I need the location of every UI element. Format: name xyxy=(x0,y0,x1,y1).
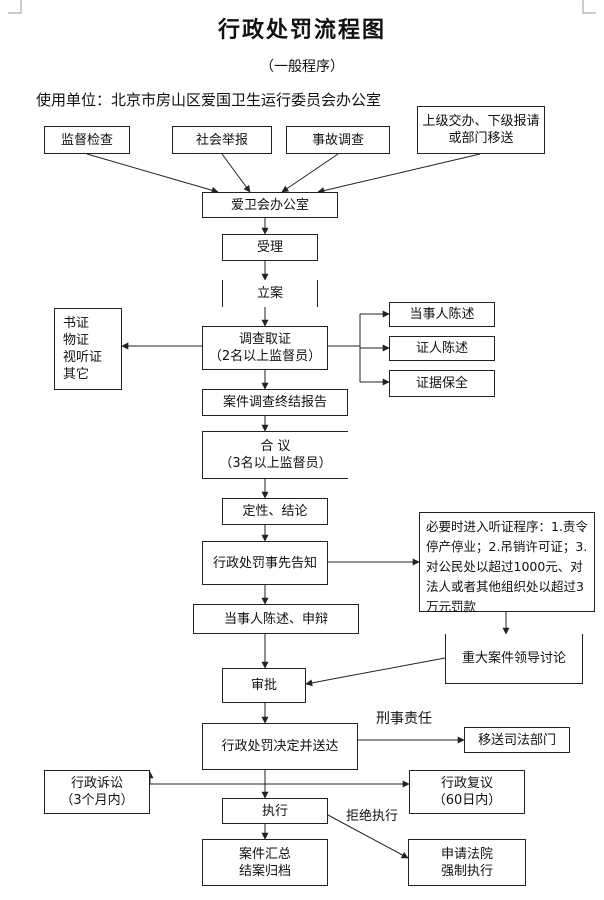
edge-accident-office xyxy=(281,153,339,193)
node-accept: 受理 xyxy=(222,234,318,261)
node-major-case: 重大案件领导讨论 xyxy=(445,634,583,684)
node-admin-lawsuit: 行政诉讼 （3个月内） xyxy=(44,770,150,814)
node-hearing-notes: 必要时进入听证程序：1.责令停产停业；2.吊销许可证；3.对公民处以超过1000… xyxy=(419,512,595,614)
node-court-enforcement: 申请法院 强制执行 xyxy=(408,839,526,886)
edge-major-review xyxy=(305,657,446,687)
edge-label-criminal: 刑事责任 xyxy=(376,711,432,727)
node-review: 审批 xyxy=(222,668,306,703)
crop-mark-top-right xyxy=(582,0,596,14)
node-prior-notice: 行政处罚事先告知 xyxy=(202,541,328,585)
node-party-defense: 当事人陈述、申辩 xyxy=(193,604,359,634)
node-archive: 案件汇总 结案归档 xyxy=(202,839,328,886)
page-subtitle: （一般程序） xyxy=(260,59,344,75)
node-filing: 立案 xyxy=(222,280,318,307)
page-title: 行政处罚流程图 xyxy=(217,18,386,43)
node-evidence-list: 书证 物证 视听证 其它 xyxy=(54,308,122,390)
edge-supervision-office xyxy=(86,153,219,194)
node-execution: 执行 xyxy=(222,798,328,824)
node-admin-review: 行政复议 （60日内） xyxy=(409,770,525,814)
node-discussion: 合 议 （3名以上监督员） xyxy=(202,431,348,479)
edge-label-refuse: 拒绝执行 xyxy=(346,809,399,824)
node-report: 社会举报 xyxy=(172,126,272,154)
node-judicial-transfer: 移送司法部门 xyxy=(464,727,570,753)
node-referral: 上级交办、下级报请或部门移送 xyxy=(417,106,545,154)
unit-label: 使用单位：北京市房山区爱国卫生运行委员会办公室 xyxy=(36,91,382,109)
node-final-report: 案件调查终结报告 xyxy=(202,389,348,416)
node-evidence-keep: 证据保全 xyxy=(389,370,495,397)
node-penalty-decision: 行政处罚决定并送达 xyxy=(202,723,358,770)
node-supervision: 监督检查 xyxy=(44,126,130,154)
node-party-statement: 当事人陈述 xyxy=(389,302,495,327)
edge-report-office xyxy=(221,153,251,193)
edge-execution-court xyxy=(327,814,409,859)
node-office: 爱卫会办公室 xyxy=(202,192,338,218)
node-investigate: 调查取证 （2名以上监督员） xyxy=(202,326,328,370)
node-accident: 事故调查 xyxy=(286,126,390,154)
node-witness-statement: 证人陈述 xyxy=(389,336,495,361)
edge-referral-office xyxy=(317,153,481,194)
crop-mark-top-left xyxy=(8,0,22,14)
node-decision-nature: 定性、结论 xyxy=(222,498,328,525)
